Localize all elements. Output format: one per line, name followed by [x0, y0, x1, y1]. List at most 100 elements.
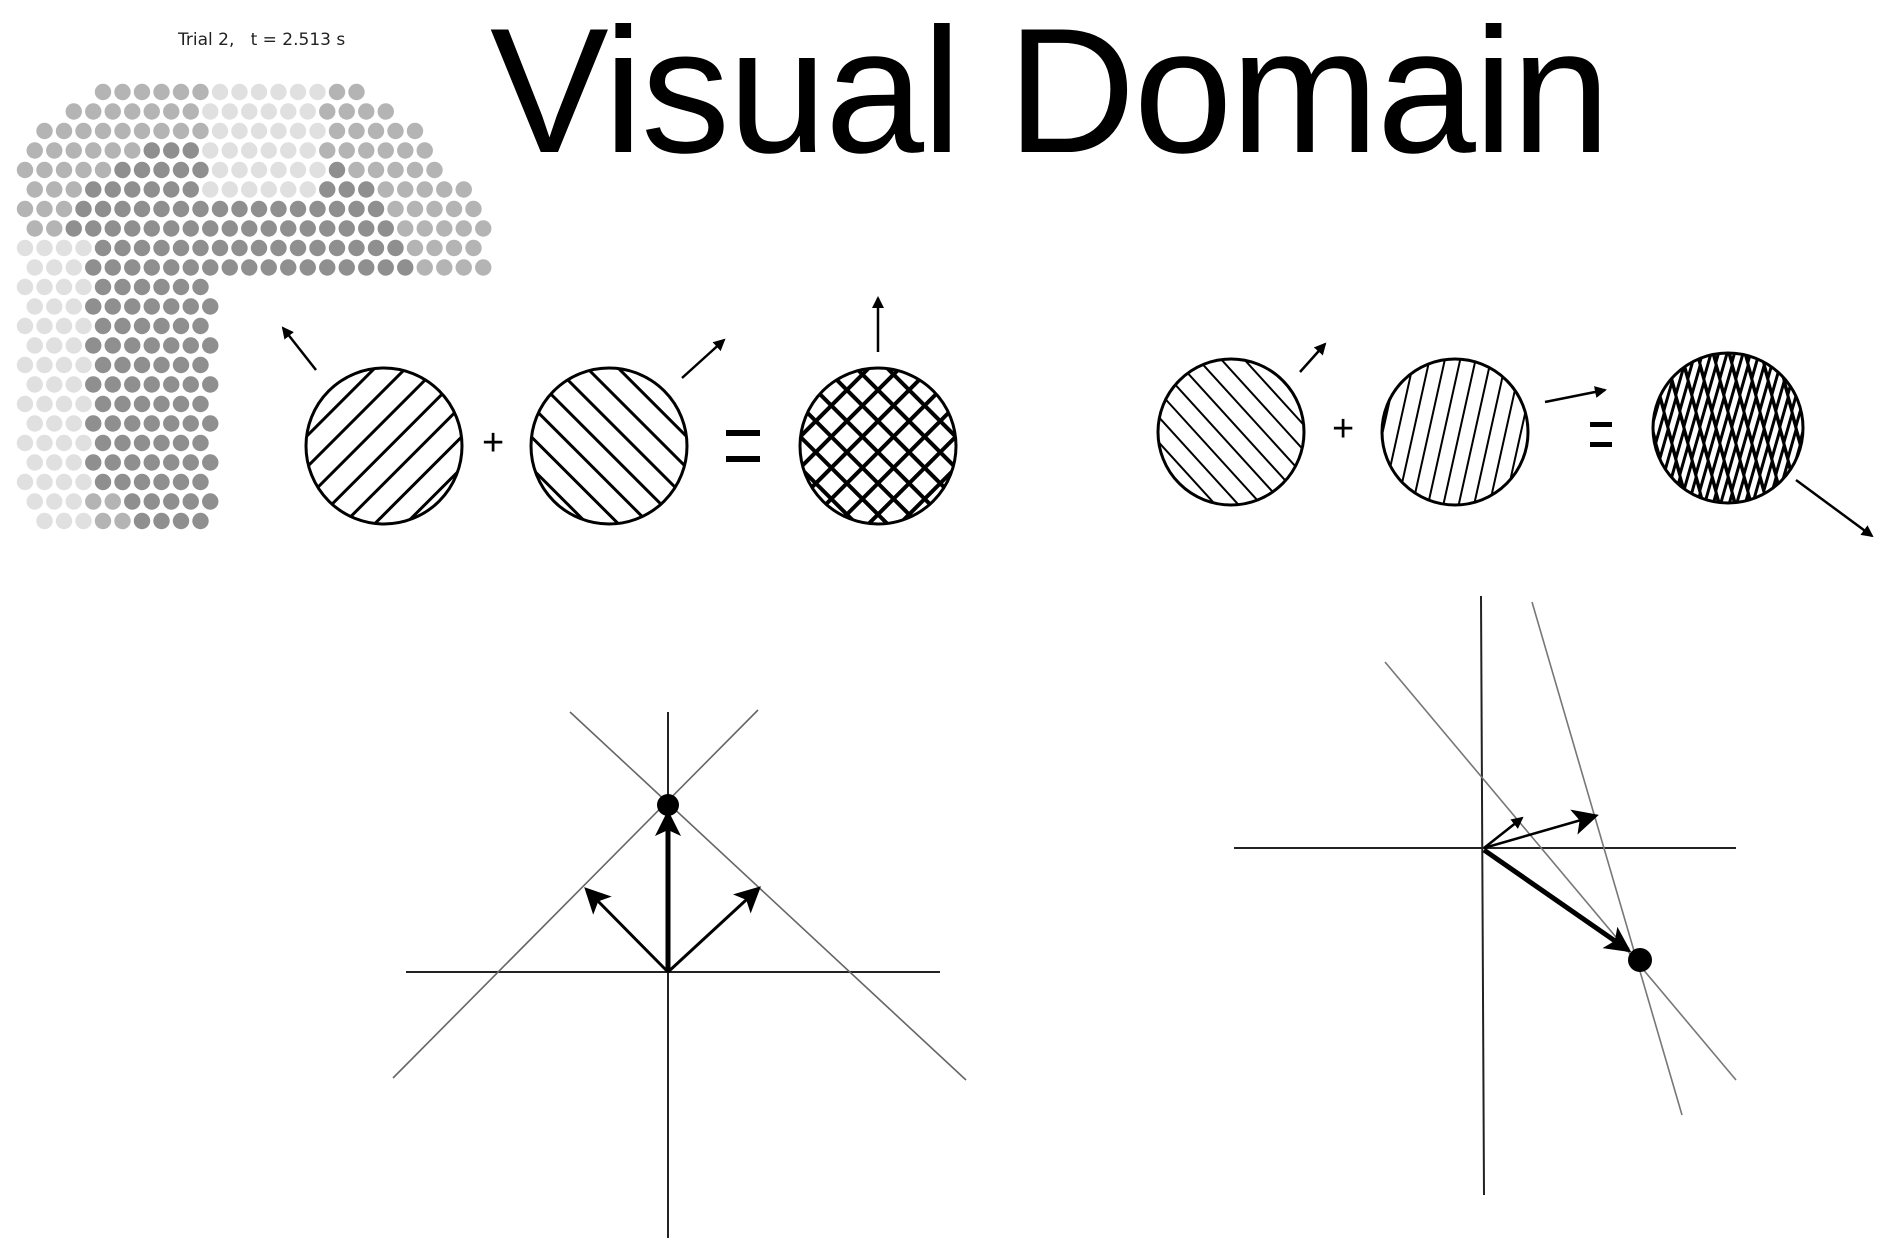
- grating-stripe: [1116, 319, 1332, 557]
- grating-stripe: [1410, 273, 1480, 587]
- zigzag-stripe: [1652, 494, 1844, 522]
- grating-stripe: [1542, 302, 1612, 616]
- zigzag-stripe: [1640, 446, 1832, 474]
- grating-stripe: [651, 219, 894, 462]
- grating-stripe: [869, 437, 1112, 680]
- grating-left-diagonal: [141, 203, 617, 679]
- grating-stripe: [157, 219, 400, 462]
- motion-arrow-down-right: [1796, 480, 1872, 536]
- grating-stripe: [485, 328, 728, 571]
- grating-stripe: [1078, 354, 1294, 592]
- grating-shallow-diagonal: [1015, 205, 1457, 649]
- grating-stripe: [1028, 400, 1244, 638]
- right-equation: [1015, 205, 1872, 649]
- equals-sign-left: [726, 420, 762, 462]
- grating-stripe: [676, 406, 919, 649]
- intersection-point: [1628, 948, 1652, 972]
- grating-stripe: [1217, 228, 1433, 466]
- grating-stripe: [1166, 274, 1382, 512]
- grating-stripe: [1395, 270, 1465, 584]
- zigzag-stripe: [1644, 462, 1836, 490]
- component-vector-right: [668, 889, 758, 972]
- grating-stripe: [1066, 365, 1282, 603]
- grating-stripe: [391, 421, 634, 664]
- grating-stripe: [1351, 260, 1421, 574]
- grating-stripe: [204, 266, 447, 509]
- grating-stripe: [1439, 279, 1509, 593]
- velocity-space-symmetric: [393, 710, 966, 1238]
- equals-sign-right: [1590, 416, 1614, 452]
- plaid-crosshatch: [635, 203, 1120, 679]
- grating-stripe: [297, 359, 540, 602]
- left-equation: [141, 203, 1120, 679]
- grating-stripe: [562, 250, 805, 493]
- grating-stripe: [235, 297, 478, 540]
- grating-stripe: [878, 203, 1121, 446]
- grating-stripe: [847, 234, 1090, 477]
- grating-stripe: [219, 281, 462, 524]
- component-vector-b: [1484, 816, 1595, 848]
- motion-arrow-right-up-a: [1300, 344, 1325, 372]
- grating-stripe: [1512, 296, 1582, 610]
- grating-stripe: [635, 203, 878, 446]
- velocity-space-asymmetric: [1234, 596, 1736, 1195]
- grating-stripe: [1366, 263, 1436, 577]
- grating-stripe: [1141, 297, 1357, 535]
- grating-stripe: [609, 203, 852, 446]
- grating-stripe: [547, 266, 790, 509]
- grating-stripe: [853, 421, 1096, 664]
- grating-stripe: [188, 250, 431, 493]
- grating-stripe: [1307, 250, 1377, 564]
- grating-stripe: [1103, 331, 1319, 569]
- grating-stripe: [862, 219, 1105, 462]
- grating-right-diagonal: [376, 203, 852, 679]
- grating-stripe: [1154, 285, 1370, 523]
- grating-stripe: [266, 328, 509, 571]
- constraint-line-b: [1532, 602, 1682, 1115]
- grating-stripe: [1483, 289, 1553, 603]
- grating-stripe: [578, 234, 821, 477]
- grating-stripe: [1556, 305, 1626, 619]
- motion-arrow-right-up-b: [1545, 390, 1605, 402]
- grating-stripe: [838, 406, 1081, 649]
- grating-stripe: [375, 437, 618, 680]
- grating-stripe: [250, 312, 493, 555]
- grating-stripe: [453, 359, 696, 602]
- grating-stripe: [438, 374, 681, 617]
- grating-stripe: [516, 297, 759, 540]
- grating-stripe: [1091, 342, 1307, 580]
- grating-stripe: [407, 406, 650, 649]
- grating-stripe: [172, 234, 415, 477]
- constraint-line-b: [570, 712, 966, 1080]
- grating-stripe: [1263, 240, 1333, 554]
- grating-stripe: [500, 312, 743, 555]
- component-vector-left: [587, 890, 668, 972]
- grating-stripe: [1571, 309, 1641, 623]
- grating-stripe: [376, 437, 619, 680]
- grating-stripe: [141, 203, 384, 446]
- grating-stripe: [666, 234, 909, 477]
- grating-stripe: [1179, 262, 1395, 500]
- motion-arrow-up-right: [682, 340, 724, 378]
- grating-stripe: [1041, 388, 1257, 626]
- grating-stripe: [1424, 276, 1494, 590]
- zigzag-stripe: [1612, 334, 1804, 362]
- grating-stripe: [760, 328, 1003, 571]
- grating-stripe: [344, 406, 587, 649]
- grating-stripe: [593, 219, 836, 462]
- grating-stripe: [281, 343, 524, 586]
- grating-stripe: [469, 343, 712, 586]
- constraint-line-a: [393, 710, 758, 1078]
- grating-stripe: [1381, 266, 1451, 580]
- motion-arrow-up-left: [283, 328, 316, 370]
- constraint-line-a: [1385, 662, 1736, 1080]
- grating-stripe: [531, 281, 774, 524]
- plus-sign-right: +: [1332, 410, 1354, 448]
- grating-stripe: [312, 374, 555, 617]
- plus-sign-left: +: [482, 424, 504, 462]
- grating-stripe: [1293, 247, 1363, 561]
- grating-stripe: [1129, 308, 1345, 546]
- grating-stripe: [1278, 244, 1348, 558]
- grating-stripe: [1015, 411, 1231, 649]
